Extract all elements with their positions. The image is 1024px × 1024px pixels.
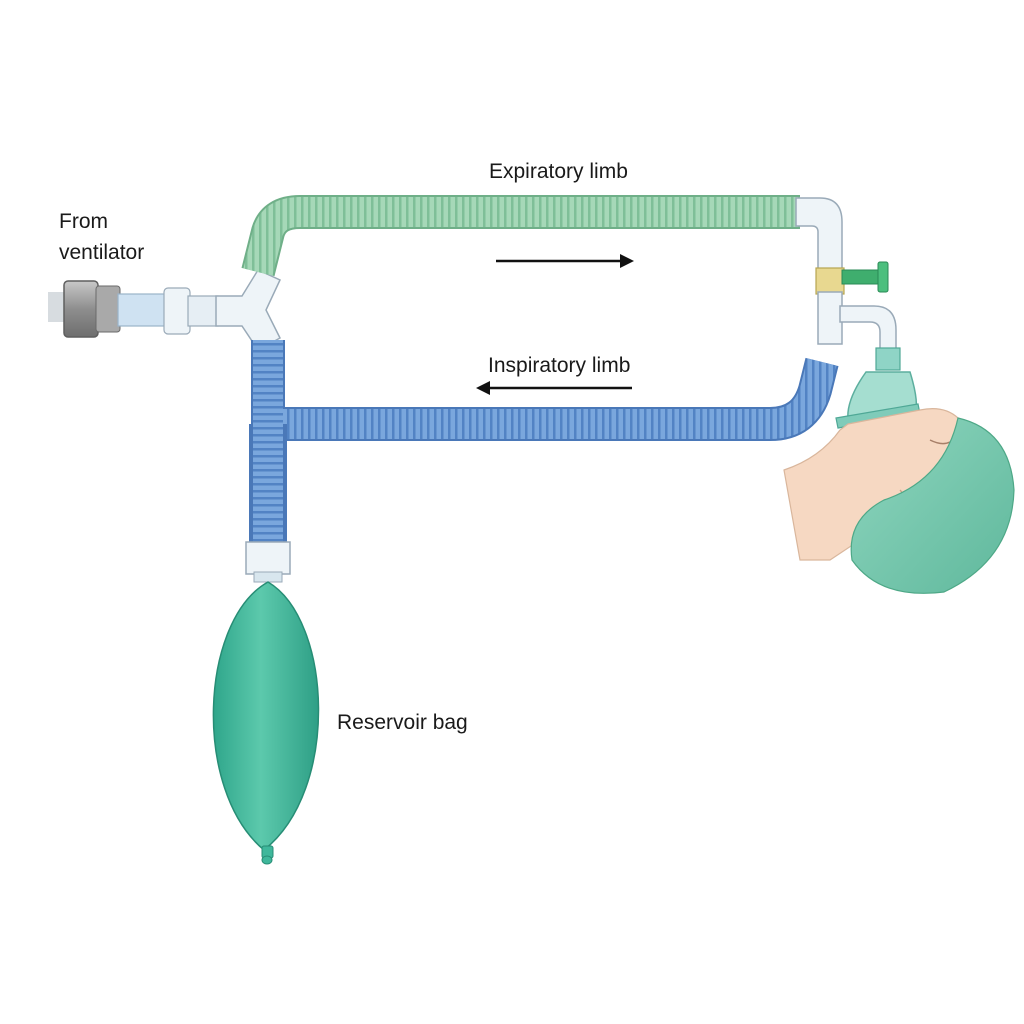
ventilator-connector bbox=[48, 280, 219, 338]
expiratory-flow-arrow bbox=[496, 254, 634, 268]
from-ventilator-label-line1: From bbox=[59, 210, 108, 233]
from-ventilator-label: From ventilator bbox=[59, 206, 144, 268]
inspiratory-limb-tube bbox=[251, 340, 839, 441]
expiratory-limb-label: Expiratory limb bbox=[489, 160, 628, 183]
inspiratory-limb-label: Inspiratory limb bbox=[488, 354, 631, 377]
y-piece-connector bbox=[215, 269, 281, 351]
from-ventilator-label-line2: ventilator bbox=[59, 241, 145, 264]
patient-head bbox=[783, 408, 1015, 594]
expiratory-limb-tube bbox=[241, 195, 800, 277]
patient-connector-block bbox=[795, 197, 897, 351]
apl-valve bbox=[841, 261, 889, 293]
reservoir-bag bbox=[212, 581, 320, 865]
reservoir-limb-tube bbox=[245, 424, 291, 583]
reservoir-bag-label: Reservoir bag bbox=[337, 711, 468, 734]
inspiratory-flow-arrow bbox=[476, 381, 632, 395]
